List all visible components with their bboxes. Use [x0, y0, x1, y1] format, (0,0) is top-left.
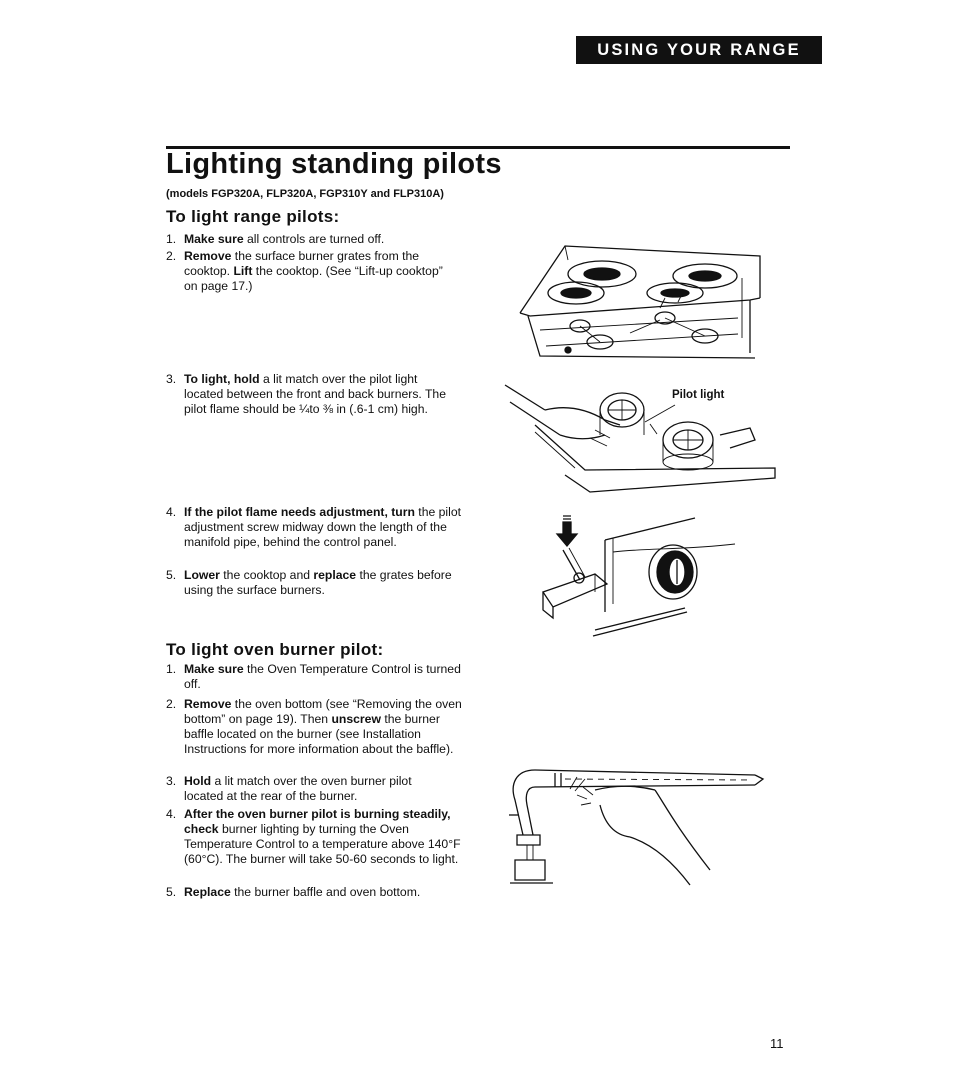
step-number: 3. [166, 774, 177, 788]
step-bold: Remove [184, 697, 232, 711]
range-pilots-heading: To light range pilots: [166, 207, 340, 226]
oven-step-1: 1. Make sure the Oven Temperature Contro… [166, 662, 466, 694]
step-number: 1. [166, 232, 177, 246]
title-rule [166, 146, 790, 149]
step-bold: Lower [184, 568, 220, 582]
step-text: the burner baffle located on the burner … [184, 712, 454, 756]
step-text: the burner baffle and oven bottom. [230, 885, 421, 899]
step-text: the surface burner grates from the cookt… [184, 249, 420, 278]
step-bold: replace [310, 568, 357, 582]
step-bold: Replace [184, 885, 231, 899]
step-bold: After the oven burner pilot is burning s… [184, 807, 451, 836]
step-text: the pilot adjustment screw midway down t… [184, 505, 461, 549]
step-text: the Oven Temperature Control is turned o… [184, 662, 461, 691]
step-number: 1. [166, 662, 177, 676]
step-bold: Make sure [184, 232, 244, 246]
step-bold: Hold [184, 774, 212, 788]
range-step-3: 3. To light, hold a lit match over the p… [166, 372, 466, 436]
step-text: burner lighting by turning the Oven Temp… [184, 822, 461, 866]
step-bold: If the pilot flame needs adjustment, tur… [184, 505, 415, 519]
step-number: 5. [166, 568, 177, 582]
step-text: all controls are turned off. [243, 232, 385, 246]
step-bold: Make sure [184, 662, 244, 676]
step-number: 2. [166, 697, 177, 711]
step-bold: Lift [230, 264, 253, 278]
page-number: 11 [770, 1036, 784, 1051]
step-text: a lit match over the pilot light located… [184, 372, 446, 416]
range-step-5: 5. Lower the cooktop and replace the gra… [166, 568, 466, 600]
step-number: 5. [166, 885, 177, 899]
light-oven-pilot-illustration [509, 769, 765, 886]
oven-step-5: 5. Replace the burner baffle and oven bo… [166, 885, 466, 901]
lift-cooktop-illustration [519, 245, 761, 359]
pilot-light-label: Pilot light [672, 389, 725, 401]
oven-step-4: 4. After the oven burner pilot is burnin… [166, 807, 466, 883]
step-number: 2. [166, 249, 177, 263]
step-text: the cooktop. (See “Lift-up cooktop” on p… [184, 264, 443, 293]
oven-step-2: 2. Remove the oven bottom (see “Removing… [166, 697, 466, 773]
range-step-4: 4. If the pilot flame needs adjustment, … [166, 505, 466, 569]
models-note: (models FGP320A, FLP320A, FGP310Y and FL… [166, 188, 444, 200]
step-text: the cooktop and [219, 568, 311, 582]
range-step-2: 2. Remove the surface burner grates from… [166, 249, 466, 297]
step-bold: To light, hold [184, 372, 260, 386]
step-bold: unscrew [328, 712, 381, 726]
step-number: 4. [166, 807, 177, 821]
section-banner: USING YOUR RANGE [576, 36, 822, 64]
step-text: the grates before using the surface burn… [184, 568, 452, 597]
step-number: 3. [166, 372, 177, 386]
oven-pilot-heading: To light oven burner pilot: [166, 640, 384, 659]
step-text: a lit match over the oven burner pilot l… [184, 774, 412, 803]
range-step-1: 1. Make sure all controls are turned off… [166, 232, 466, 248]
page-title: Lighting standing pilots [166, 148, 502, 180]
step-bold: Remove [184, 249, 232, 263]
light-range-pilot-illustration [504, 384, 776, 493]
oven-step-3: 3. Hold a lit match over the oven burner… [166, 774, 466, 806]
step-text: the oven bottom (see “Removing the oven … [184, 697, 462, 726]
step-number: 4. [166, 505, 177, 519]
pilot-adjustment-illustration [541, 515, 736, 637]
